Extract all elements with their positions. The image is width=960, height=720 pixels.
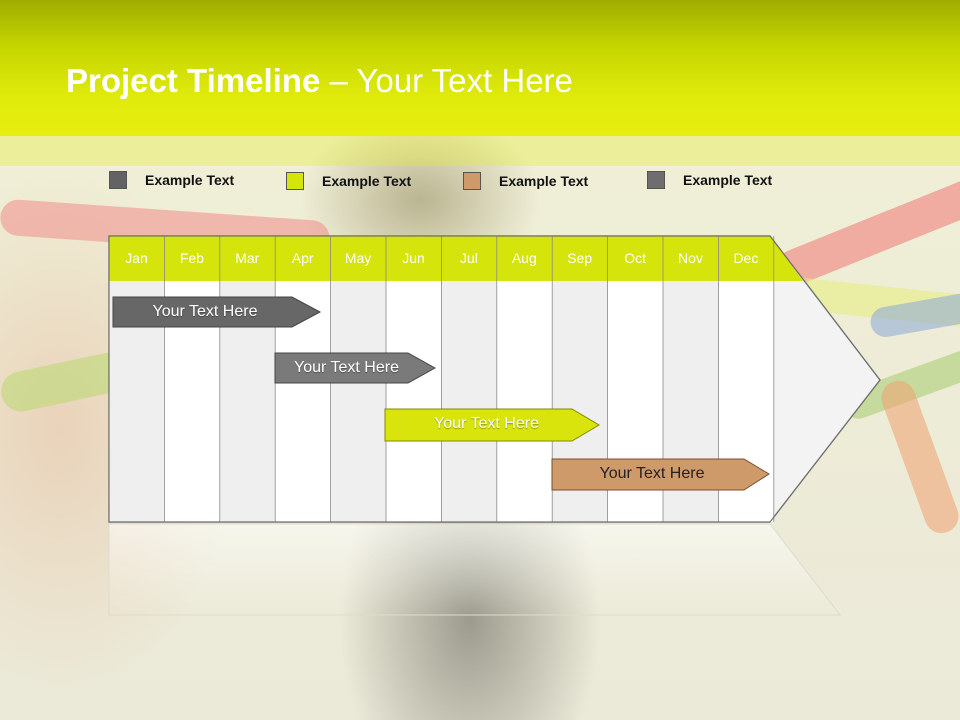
task-bar-4: Your Text Here	[551, 458, 771, 491]
legend-swatch	[286, 172, 304, 190]
legend-label: Example Text	[322, 173, 412, 189]
month-label-nov: Nov	[678, 250, 703, 266]
task-bar-1: Your Text Here	[112, 296, 322, 328]
title-rest: – Your Text Here	[320, 62, 573, 99]
month-label-oct: Oct	[624, 250, 646, 266]
legend-item-3: Example Text	[463, 172, 588, 190]
task-bar-2: Your Text Here	[274, 352, 437, 384]
timeline-outline	[108, 235, 881, 523]
task-arrow-shape	[551, 458, 770, 491]
title-banner: Project Timeline – Your Text Here	[0, 0, 960, 136]
month-header-band	[109, 236, 803, 281]
month-column	[386, 281, 442, 522]
task-label: Your Text Here	[152, 303, 258, 320]
task-label: Your Text Here	[599, 465, 705, 482]
legend-label: Example Text	[145, 172, 235, 188]
task-label: Your Text Here	[294, 359, 399, 376]
task-arrow-shape	[112, 296, 322, 328]
legend-swatch	[647, 171, 665, 189]
month-column	[496, 281, 553, 522]
month-label-mar: Mar	[235, 250, 260, 266]
month-label-jul: Jul	[459, 250, 478, 266]
month-column	[441, 281, 497, 522]
month-label-feb: Feb	[179, 250, 204, 266]
month-columns	[109, 236, 775, 522]
month-label-jan: Jan	[125, 250, 148, 266]
legend-label: Example Text	[683, 172, 773, 188]
legend-label: Example Text	[499, 173, 589, 189]
banner-fade-strip	[0, 136, 960, 166]
month-label-apr: Apr	[291, 250, 314, 266]
task-arrow-shape	[384, 408, 600, 442]
month-label-aug: Aug	[511, 250, 537, 266]
task-arrow-shape	[274, 352, 437, 384]
slide-title: Project Timeline – Your Text Here	[66, 62, 573, 100]
task-label: Your Text Here	[434, 415, 539, 432]
legend-item-1: Example Text	[109, 171, 234, 189]
month-label-jun: Jun	[402, 250, 425, 266]
month-column	[330, 281, 386, 522]
timeline-reflection	[108, 523, 842, 616]
month-label-sep: Sep	[567, 250, 593, 266]
legend-item-4: Example Text	[647, 171, 772, 189]
legend-swatch	[109, 171, 127, 189]
task-bar-3: Your Text Here	[384, 408, 601, 442]
title-bold: Project Timeline	[66, 62, 321, 99]
legend-item-2: Example Text	[286, 172, 411, 190]
legend-swatch	[463, 172, 481, 190]
month-label-may: May	[344, 250, 372, 266]
month-label-dec: Dec	[733, 250, 759, 266]
